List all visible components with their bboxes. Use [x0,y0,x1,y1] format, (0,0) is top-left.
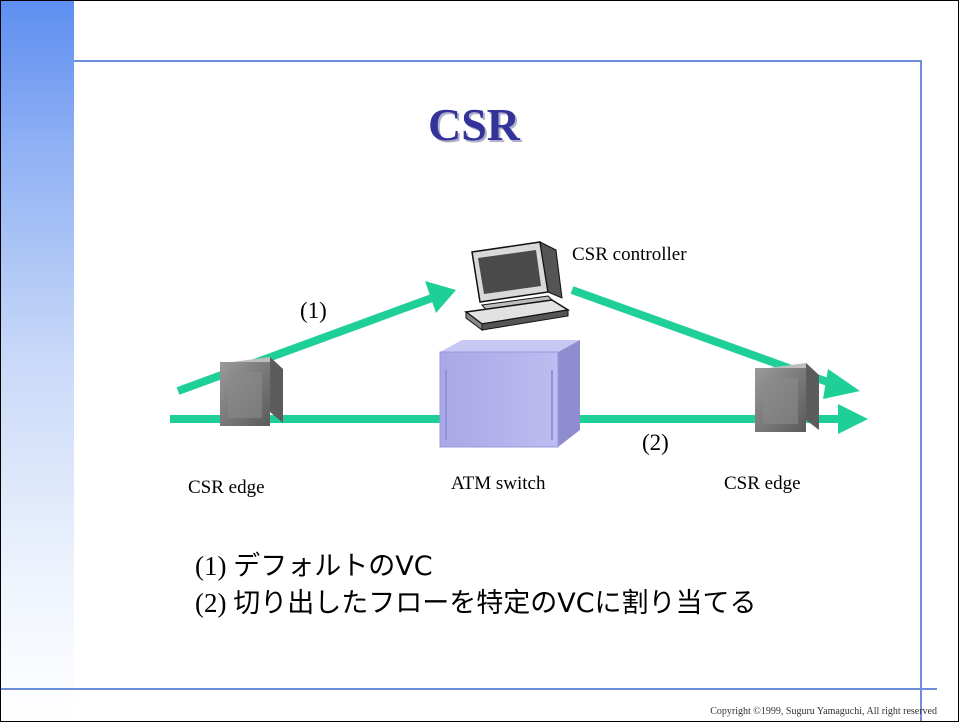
legend-mark: (2) [195,588,227,618]
copyright: Copyright ©1999, Suguru Yamaguchi, All r… [710,706,937,717]
legend-item: (2) 切り出したフローを特定のVCに割り当てる [195,585,757,622]
frame-line-top [74,60,922,62]
legend: (1) デフォルトのVC (2) 切り出したフローを特定のVCに割り当てる [195,548,757,622]
frame-line-bottom [1,688,937,690]
legend-text: デフォルトのVC [233,551,433,582]
slide-title: CSR [427,99,521,150]
legend-text: 切り出したフローを特定のVCに割り当てる [233,588,757,619]
computer-icon [464,241,571,331]
legend-item: (1) デフォルトのVC [195,548,757,585]
atm-switch-icon [439,340,580,448]
legend-mark: (1) [195,551,227,581]
path-1-label: (1) [300,298,327,323]
path-2-label: (2) [642,430,669,455]
edge-right-label: CSR edge [724,473,801,494]
left-gradient-bar [1,1,74,721]
controller-label: CSR controller [572,244,687,265]
edge-router-icon [220,357,283,426]
frame-line-right [920,60,922,722]
edge-router-icon [755,363,819,432]
atm-switch-label: ATM switch [451,473,546,494]
edge-left-label: CSR edge [188,477,265,498]
